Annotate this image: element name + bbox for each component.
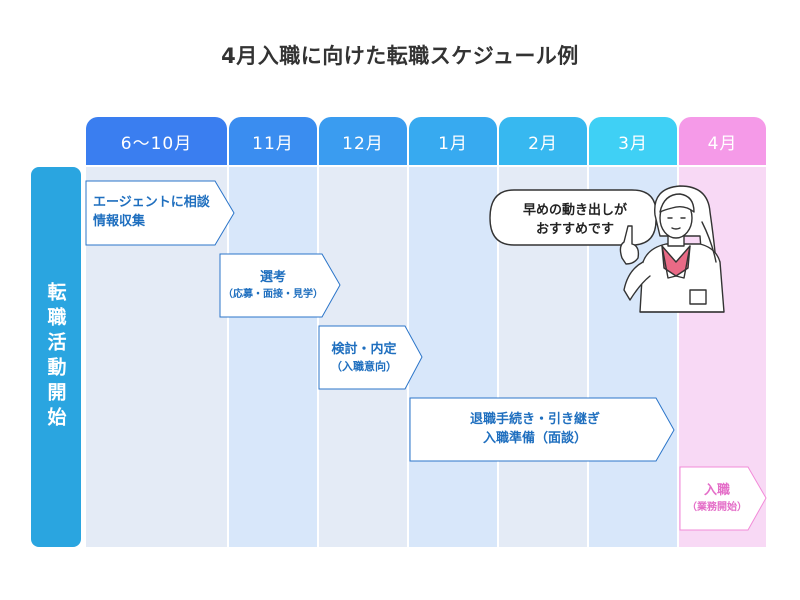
step-3-line1: 検討・内定 <box>331 341 397 357</box>
column-bg-3 <box>409 167 497 547</box>
month-header-5: 3月 <box>589 117 677 165</box>
month-header-3: 1月 <box>409 117 497 165</box>
step-2-line1: 選考 <box>259 270 286 286</box>
step-3-line2: （入職意向） <box>331 360 397 374</box>
bubble-text: 早めの動き出しが おすすめです <box>493 196 657 244</box>
step-5-line2: （業務開始） <box>687 502 747 514</box>
step-4-line2: 入職準備（面談） <box>482 431 587 446</box>
step-5-text: 入職 （業務開始） <box>680 471 754 527</box>
month-header-4: 2月 <box>499 117 587 165</box>
month-header-0: 6～10月 <box>86 117 227 165</box>
bubble-line1: 早めの動き出しが <box>522 202 627 218</box>
month-header-1: 11月 <box>229 117 317 165</box>
step-1-line1: エージェントに相談 <box>93 195 210 211</box>
step-5-line1: 入職 <box>703 483 730 499</box>
step-1-line2: 情報収集 <box>93 214 146 229</box>
step-1-text: エージェントに相談 情報収集 <box>93 185 223 241</box>
step-4-text: 退職手続き・引き継ぎ 入職準備（面談） <box>410 402 660 458</box>
column-bg-1 <box>229 167 317 547</box>
month-header-2: 12月 <box>319 117 407 165</box>
page-title: 4月入職に向けた転職スケジュール例 <box>221 44 579 68</box>
side-label: 転職活動開始 <box>44 282 67 432</box>
step-3-text: 検討・内定 （入職意向） <box>319 330 409 386</box>
month-header-6: 4月 <box>679 117 766 165</box>
side-label-bar: 転職活動開始 <box>31 167 81 547</box>
step-2-line2: （応募・面接・見学） <box>223 289 323 301</box>
step-2-text: 選考 （応募・面接・見学） <box>220 258 326 314</box>
bubble-line2: おすすめです <box>535 222 614 237</box>
step-4-line1: 退職手続き・引き継ぎ <box>469 412 600 428</box>
